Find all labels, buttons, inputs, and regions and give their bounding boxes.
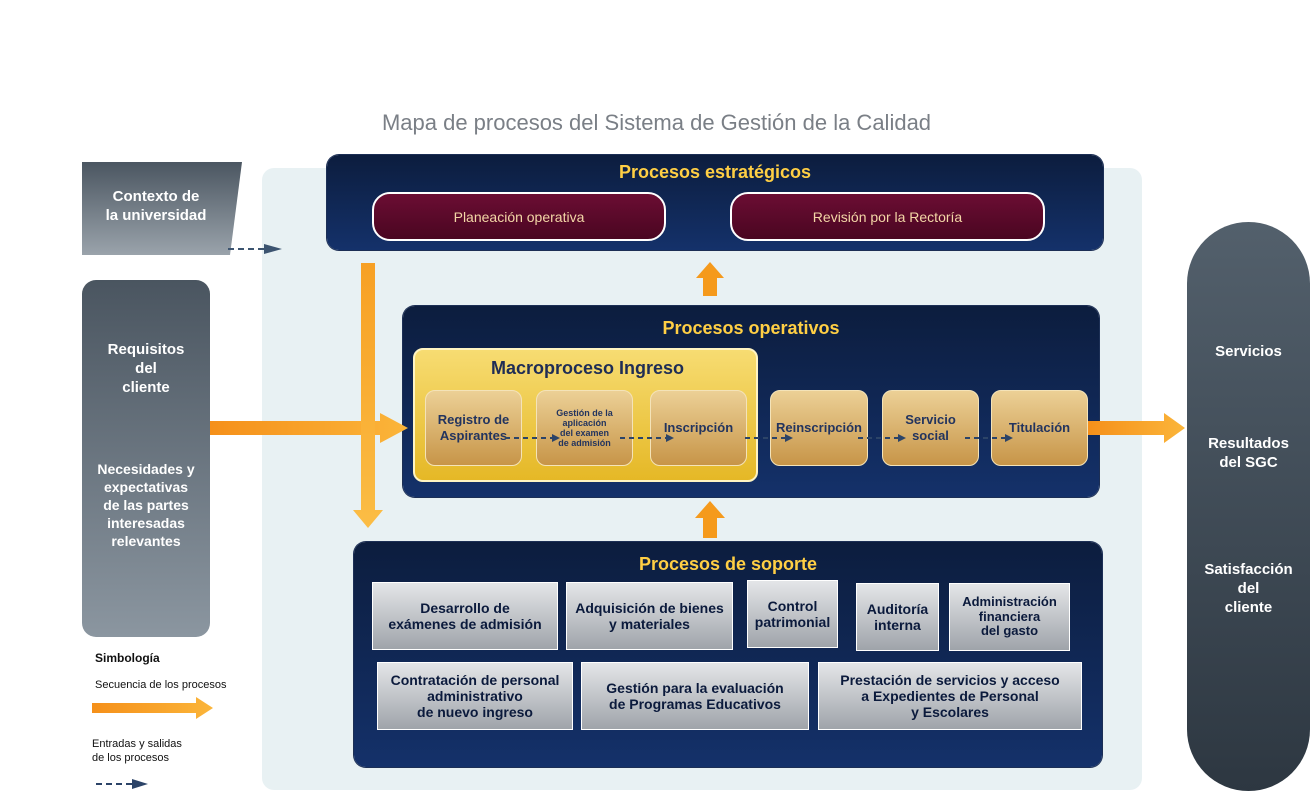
legend-title: Simbología bbox=[95, 651, 160, 665]
step-titulacion: Titulación bbox=[991, 390, 1088, 466]
requirements-label: Requisitos del cliente bbox=[107, 341, 185, 396]
client-requirements-box: Requisitos del cliente Necesidades y exp… bbox=[82, 280, 210, 637]
context-label: Contexto de la universidad bbox=[105, 188, 207, 224]
strategic-process-revision: Revisión por la Rectoría bbox=[730, 192, 1045, 241]
support-processes-section: Procesos de soporte bbox=[354, 542, 1102, 767]
step-servicio-social: Servicio social bbox=[882, 390, 979, 466]
diagram-title: Mapa de procesos del Sistema de Gestión … bbox=[381, 110, 932, 135]
support-adquisicion-bienes: Adquisición de bienes y materiales bbox=[566, 582, 733, 650]
output-client-satisfaction: Satisfacción del cliente bbox=[1204, 561, 1293, 616]
support-auditoria-interna: Auditoría interna bbox=[856, 583, 939, 651]
support-contratacion-personal: Contratación de personal administrativo … bbox=[377, 662, 573, 730]
step-reinscripcion: Reinscripción bbox=[770, 390, 868, 466]
step-inscripcion: Inscripción bbox=[650, 390, 747, 466]
support-control-patrimonial: Control patrimonial bbox=[747, 580, 838, 648]
support-desarrollo-examenes: Desarrollo de exámenes de admisión bbox=[372, 582, 558, 650]
step-registro-aspirantes: Registro de Aspirantes bbox=[425, 390, 522, 466]
legend-sequence-label: Secuencia de los procesos bbox=[95, 679, 227, 691]
operational-title: Procesos operativos bbox=[662, 318, 840, 338]
stakeholder-needs-label: Necesidades y expectativas de las partes… bbox=[97, 461, 195, 549]
support-administracion-financiera: Administración financiera del gasto bbox=[949, 583, 1070, 651]
output-sgc-results: Resultados del SGC bbox=[1208, 435, 1289, 471]
macroprocess-title: Macroproceso Ingreso bbox=[490, 358, 685, 378]
support-title: Procesos de soporte bbox=[638, 554, 818, 574]
strategic-process-planeacion: Planeación operativa bbox=[372, 192, 666, 241]
legend-io-label: Entradas y salidas de los procesos bbox=[92, 738, 182, 764]
output-services: Servicios bbox=[1215, 343, 1282, 360]
legend-sequence-arrow bbox=[92, 697, 213, 719]
strategic-title: Procesos estratégicos bbox=[618, 162, 812, 182]
legend-io-arrow bbox=[96, 779, 148, 789]
context-box: Contexto de la universidad bbox=[82, 162, 242, 255]
support-evaluacion-programas: Gestión para la evaluación de Programas … bbox=[581, 662, 809, 730]
outputs-box: Servicios Resultados del SGC Satisfacció… bbox=[1187, 222, 1310, 791]
support-prestacion-servicios: Prestación de servicios y acceso a Exped… bbox=[818, 662, 1082, 730]
step-gestion-examen: Gestión de la aplicación del examen de a… bbox=[536, 390, 633, 466]
